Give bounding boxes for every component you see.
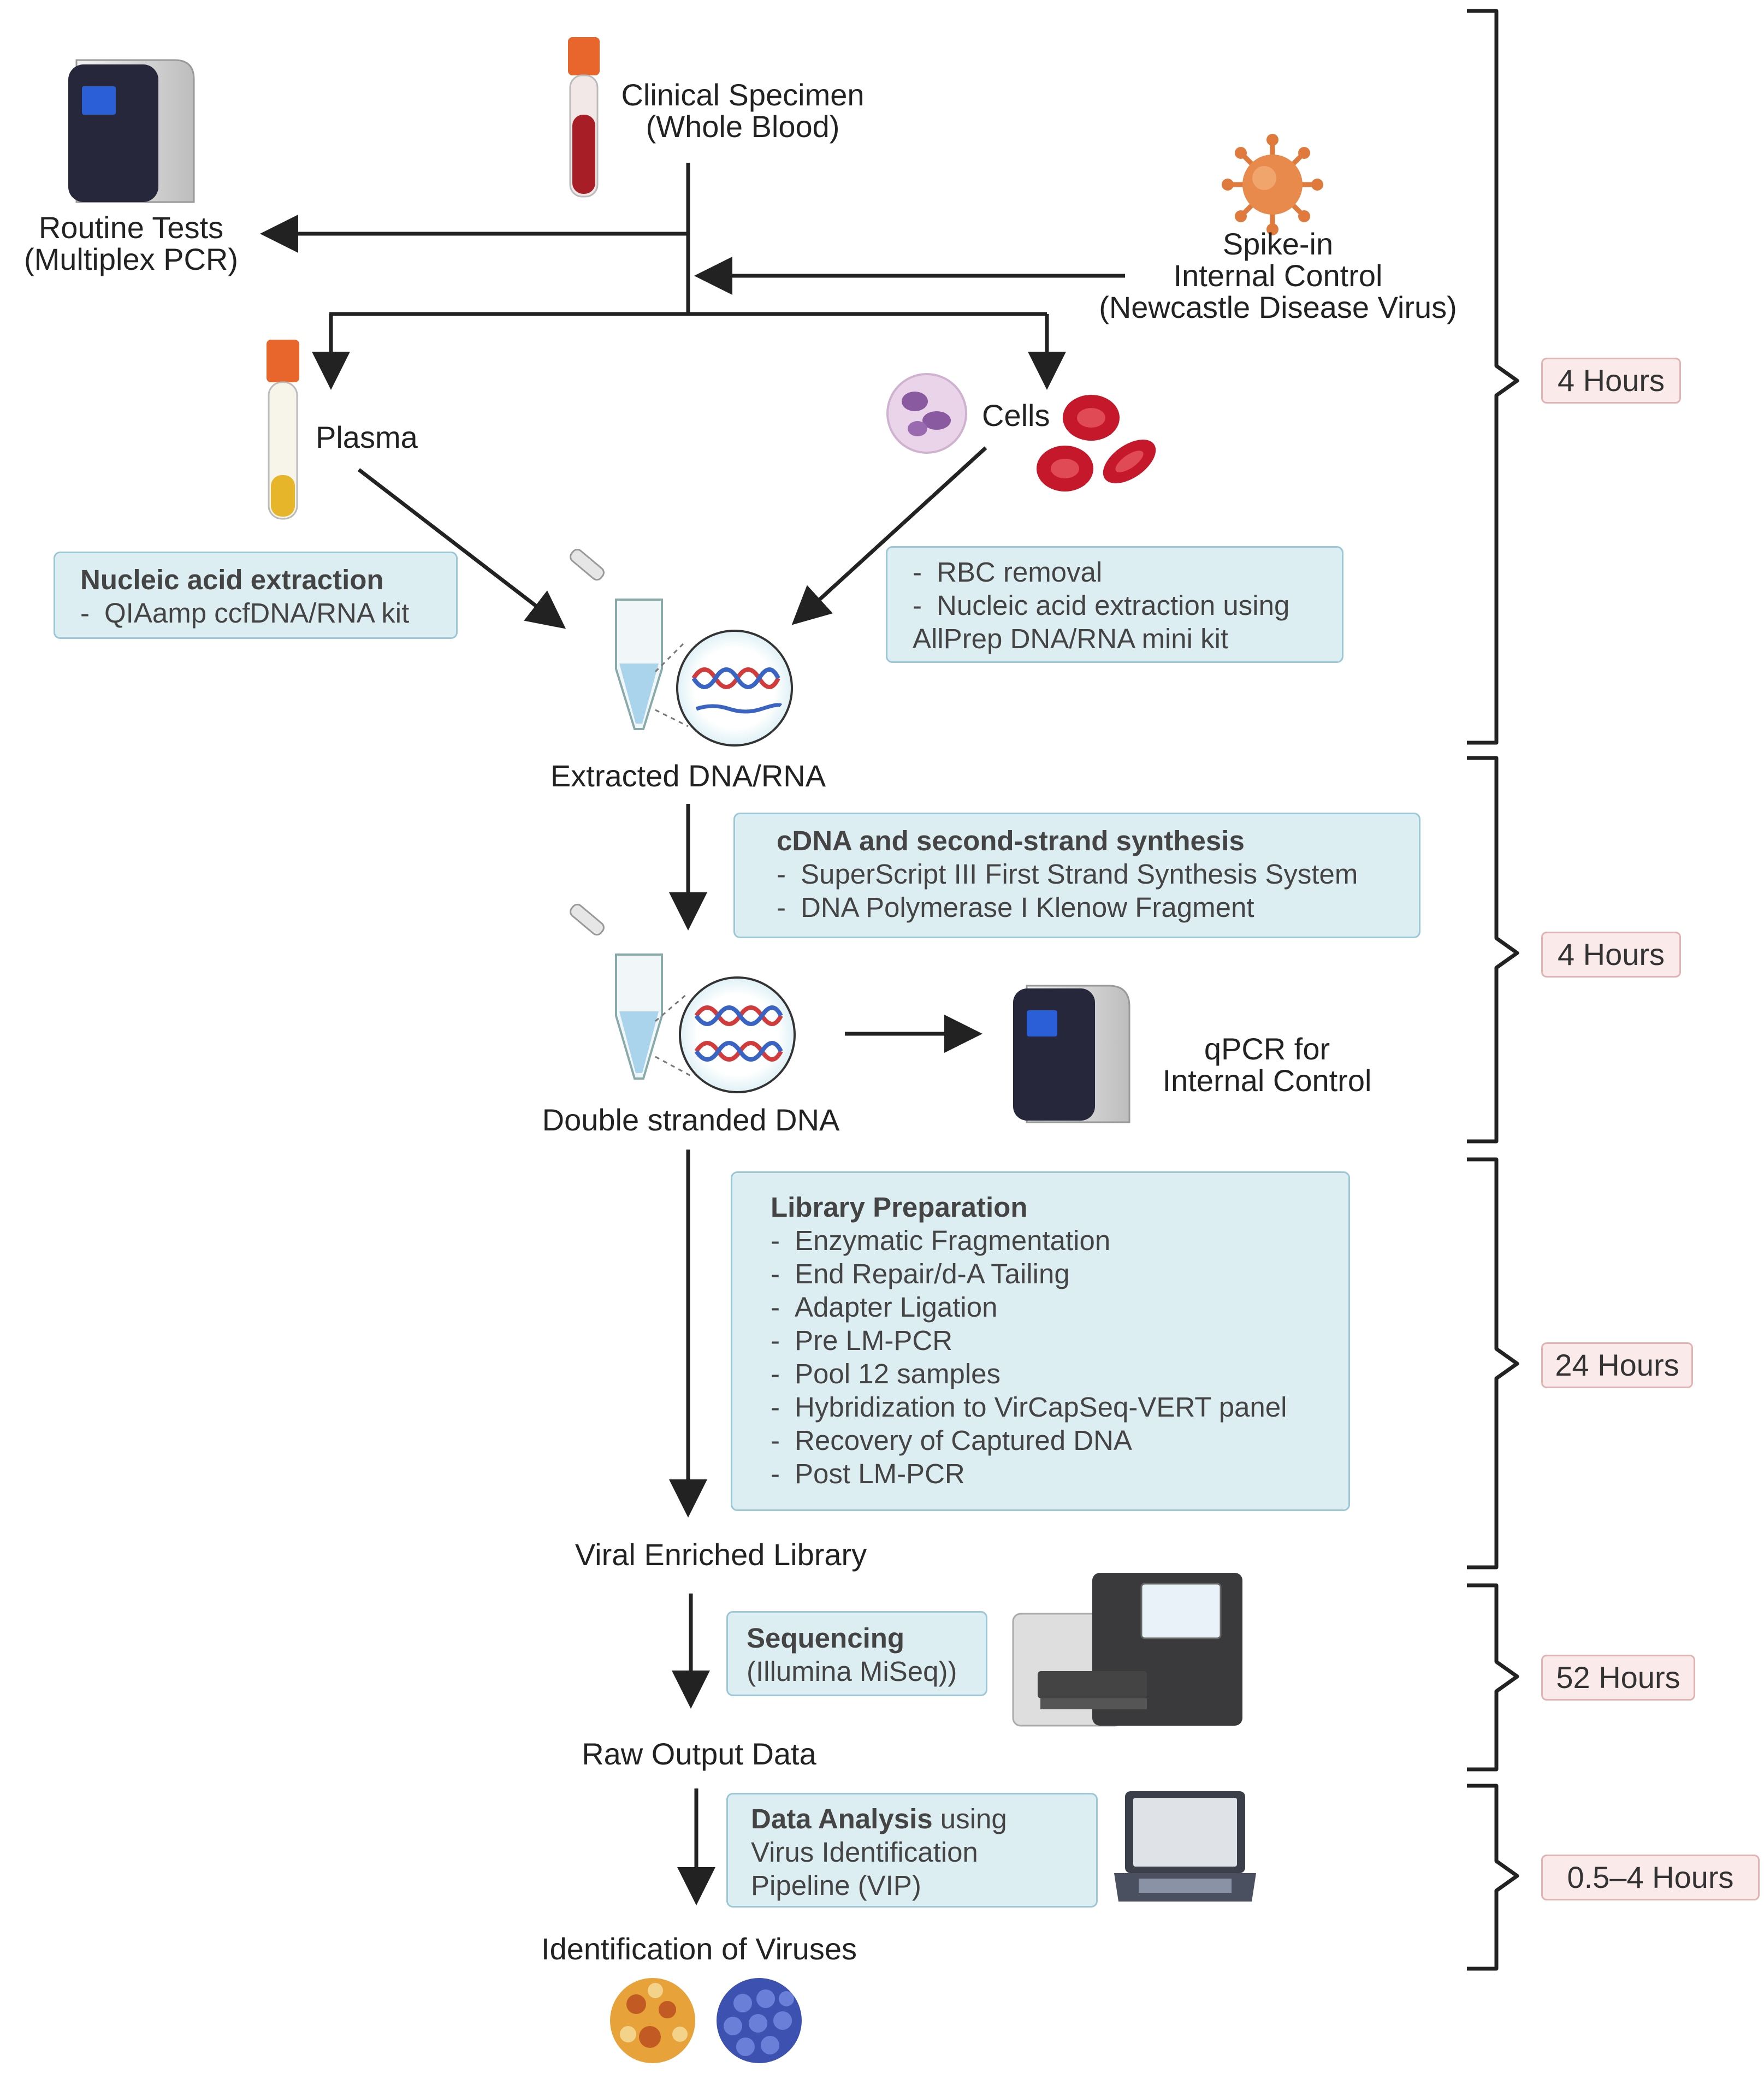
viral-library-label: Viral Enriched Library [575, 1537, 867, 1572]
microtube-icon [570, 903, 663, 1080]
plasma-tube-icon [267, 340, 299, 520]
spike-in-line1: Spike-in [1222, 227, 1334, 261]
list-item: Adapter Ligation [771, 1290, 1310, 1324]
pcr-machine-icon [68, 59, 195, 203]
cells-label: Cells [982, 398, 1050, 433]
time-badge: 24 Hours [1541, 1342, 1693, 1388]
raw-output-label: Raw Output Data [582, 1737, 816, 1771]
routine-tests-label: Routine Tests (Multiplex PCR) [11, 212, 251, 275]
virus-icon [1222, 134, 1323, 235]
spike-in-line3: (Newcastle Disease Virus) [1099, 290, 1457, 324]
time-braces [1467, 9, 1519, 1971]
list-item: QIAamp ccfDNA/RNA kit [80, 596, 431, 630]
list-item: SuperScript III First Strand Synthesis S… [777, 857, 1377, 891]
cdna-synthesis-box: cDNA and second-strand synthesis SuperSc… [733, 813, 1420, 938]
double-stranded-label: Double stranded DNA [542, 1103, 840, 1137]
dsdna-magnified-icon [679, 976, 796, 1093]
qpcr-line1: qPCR for [1204, 1032, 1330, 1066]
list-item: RBC removal [913, 555, 1317, 589]
clinical-specimen-line2: (Whole Blood) [646, 109, 840, 144]
box-title: Data Analysis [751, 1803, 933, 1834]
list-item: End Repair/d-A Tailing [771, 1257, 1310, 1290]
time-badge: 4 Hours [1541, 358, 1681, 404]
box-title: Library Preparation [771, 1192, 1028, 1223]
spike-in-label: Spike-in Internal Control (Newcastle Dis… [1081, 228, 1475, 323]
list-item: DNA Polymerase I Klenow Fragment [777, 891, 1377, 924]
white-blood-cell-icon [886, 373, 967, 454]
routine-tests-line1: Routine Tests [38, 210, 224, 245]
sequencing-box: Sequencing (Illumina MiSeq)) [726, 1611, 987, 1696]
sequencer-icon [1012, 1573, 1242, 1727]
box-title-rest: using [932, 1803, 1007, 1834]
qpcr-machine-icon [1013, 985, 1130, 1123]
microtube-icon [570, 548, 663, 730]
time-badge: 4 Hours [1541, 932, 1681, 978]
blood-tube-icon [568, 37, 600, 198]
magnify-guide [655, 709, 689, 727]
spike-in-line2: Internal Control [1173, 258, 1383, 293]
box-title: Sequencing [747, 1622, 905, 1654]
box-line: Pipeline (VIP) [751, 1870, 921, 1901]
time-badge: 52 Hours [1541, 1655, 1695, 1701]
connector-lines [260, 163, 1125, 1905]
magnify-guide [655, 993, 688, 1022]
rbc-removal-box: RBC removal Nucleic acid extraction usin… [886, 546, 1343, 663]
qpcr-line2: Internal Control [1162, 1063, 1372, 1098]
extracted-label: Extracted DNA/RNA [550, 759, 826, 793]
plasma-label: Plasma [316, 420, 418, 454]
list-item: Recovery of Captured DNA [771, 1424, 1310, 1457]
nucleic-extraction-box: Nucleic acid extraction QIAamp ccfDNA/RN… [54, 552, 458, 639]
list-item: Enzymatic Fragmentation [771, 1224, 1310, 1257]
box-title: Nucleic acid extraction [80, 564, 384, 595]
clinical-specimen-line1: Clinical Specimen [621, 78, 865, 112]
qpcr-label: qPCR for Internal Control [1141, 1033, 1393, 1097]
box-title-line: Data Analysis using [751, 1802, 1073, 1835]
dna-rna-magnified-icon [676, 630, 793, 747]
list-item-continued: AllPrep DNA/RNA mini kit [913, 623, 1229, 654]
magnify-guide [655, 1056, 691, 1077]
box-line: (Illumina MiSeq)) [747, 1656, 957, 1687]
routine-tests-line2: (Multiplex PCR) [23, 242, 239, 276]
list-item: Post LM-PCR [771, 1457, 1310, 1490]
laptop-icon [1114, 1791, 1256, 1902]
box-line: Virus Identification [751, 1837, 978, 1868]
magnify-guide [654, 641, 686, 673]
identification-label: Identification of Viruses [541, 1932, 857, 1966]
list-item: Pre LM-PCR [771, 1324, 1310, 1357]
list-item: Nucleic acid extraction using [913, 589, 1317, 622]
list-item: Hybridization to VirCapSeq-VERT panel [771, 1390, 1310, 1424]
red-blood-cell-icon [1037, 395, 1156, 491]
list-item: Pool 12 samples [771, 1357, 1310, 1390]
box-title: cDNA and second-strand synthesis [777, 825, 1245, 856]
data-analysis-box: Data Analysis using Virus Identification… [726, 1793, 1098, 1908]
virus-particle-icons [610, 1978, 802, 2063]
clinical-specimen-label: Clinical Specimen (Whole Blood) [590, 79, 896, 143]
library-preparation-box: Library Preparation Enzymatic Fragmentat… [731, 1171, 1350, 1511]
time-badge: 0.5–4 Hours [1541, 1855, 1760, 1900]
